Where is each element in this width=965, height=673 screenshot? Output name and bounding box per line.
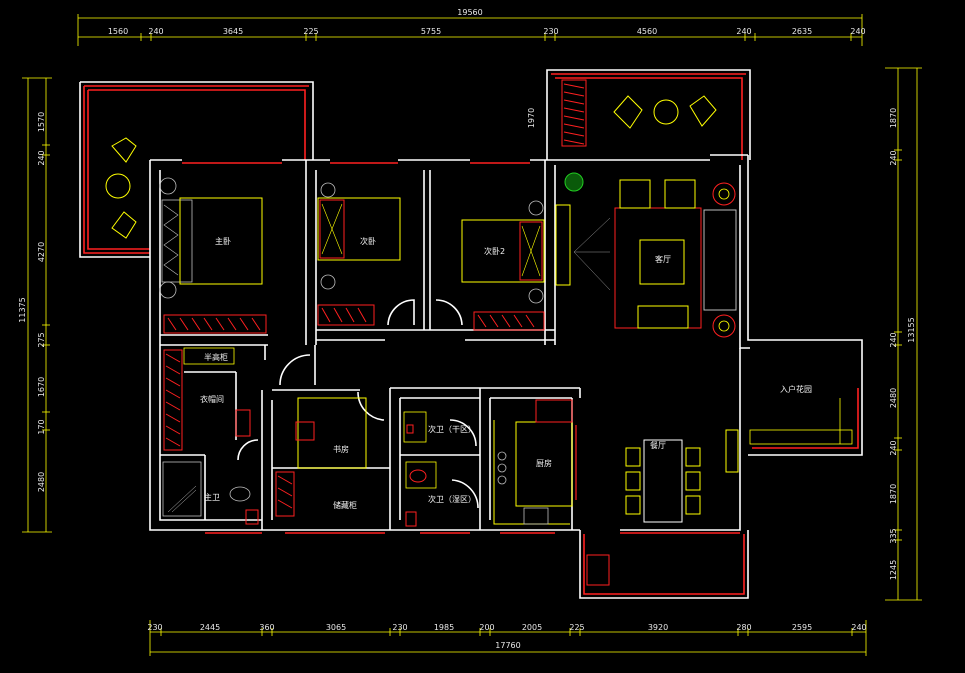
top-dimension-1: 1560 bbox=[108, 27, 128, 36]
left-dimension-6: 170 bbox=[37, 419, 46, 434]
left-dimension-7: 2480 bbox=[37, 472, 46, 492]
room-label-master-bath: 主卫 bbox=[204, 492, 220, 502]
bottom-dimension-13: 240 bbox=[851, 623, 866, 632]
right-dimension-6: 1870 bbox=[889, 484, 898, 504]
bottom-dimension-5: 230 bbox=[392, 623, 407, 632]
storage: 储藏柜 bbox=[333, 500, 357, 510]
bottom-dimension-8: 2005 bbox=[522, 623, 542, 632]
bottom-dimension-3: 360 bbox=[259, 623, 274, 632]
outer-walls bbox=[149, 154, 863, 599]
room-label-guest-bath-dry: 次卫（干区） bbox=[428, 424, 476, 434]
bottom-dimension-11: 280 bbox=[736, 623, 751, 632]
right-dimension-1: 1870 bbox=[889, 108, 898, 128]
right-dimension-4: 2480 bbox=[889, 388, 898, 408]
left-balcony bbox=[79, 81, 314, 258]
entrance-garden-zone: 入户花园 bbox=[725, 350, 863, 473]
left-dimension-5: 1670 bbox=[37, 377, 46, 397]
top-total-dimension: 19560 bbox=[457, 8, 482, 17]
room-label-half-height-cabinet: 半高柜 bbox=[204, 352, 228, 362]
bottom-dimension-1: 230 bbox=[147, 623, 162, 632]
top-dimension-4: 225 bbox=[303, 27, 318, 36]
top-dimension-2: 240 bbox=[148, 27, 163, 36]
room-label-dining-room: 餐厅 bbox=[650, 441, 666, 450]
left-total-dimension: 11375 bbox=[18, 297, 27, 322]
master-bath: 主卫 bbox=[162, 461, 259, 525]
room-label-living-room: 客厅 bbox=[655, 254, 671, 264]
second-bedroom: 次卧 bbox=[317, 182, 401, 290]
right-dimension-8: 1245 bbox=[889, 560, 898, 580]
second-bedroom-2: 次卧2 bbox=[461, 200, 571, 304]
living-room: 客厅 bbox=[564, 172, 737, 338]
top-dimension-8: 240 bbox=[736, 27, 751, 36]
top-dimension-3: 3645 bbox=[223, 27, 243, 36]
room-label-second-bedroom-2: 次卧2 bbox=[484, 246, 505, 256]
kitchen: 厨房 bbox=[493, 399, 577, 525]
room-label-cloakroom: 衣帽间 bbox=[200, 394, 224, 404]
top-dimension-chain: 19560 1560 240 3645 225 5755 230 4560 24… bbox=[77, 8, 866, 46]
right-balcony: 1970 bbox=[527, 69, 751, 160]
room-label-guest-bath-wet: 次卫（湿区） bbox=[428, 494, 476, 504]
left-dimension-3: 4270 bbox=[37, 242, 46, 262]
room-label-second-bedroom: 次卧 bbox=[360, 236, 376, 246]
bottom-dimension-4: 3065 bbox=[326, 623, 346, 632]
balcony-dimension-label: 1970 bbox=[527, 108, 536, 128]
left-dimension-chain: 1570 240 4270 275 1670 170 2480 11375 bbox=[18, 77, 52, 533]
right-dimension-3: 240 bbox=[889, 332, 898, 347]
room-label-entrance-garden: 入户花园 bbox=[780, 384, 812, 394]
left-dimension-4: 275 bbox=[37, 332, 46, 347]
bottom-dimension-9: 225 bbox=[569, 623, 584, 632]
wardrobes bbox=[163, 304, 545, 517]
room-label-kitchen: 厨房 bbox=[536, 458, 552, 468]
guest-bath: 次卫（干区） 次卫（湿区） bbox=[403, 411, 476, 527]
right-total-dimension: 13155 bbox=[907, 317, 916, 342]
interior-walls bbox=[160, 160, 581, 530]
room-label-storage: 储藏柜 bbox=[333, 500, 357, 510]
bottom-dimension-2: 2445 bbox=[200, 623, 220, 632]
left-dimension-1: 1570 bbox=[37, 112, 46, 132]
right-dimension-2: 240 bbox=[889, 150, 898, 165]
left-dimension-2: 240 bbox=[37, 150, 46, 165]
bottom-dimension-7: 200 bbox=[479, 623, 494, 632]
study: 书房 bbox=[295, 397, 367, 469]
top-dimension-5: 5755 bbox=[421, 27, 441, 36]
cloakroom: 半高柜 衣帽间 bbox=[183, 347, 251, 437]
top-dimension-10: 240 bbox=[850, 27, 865, 36]
top-dimension-6: 230 bbox=[543, 27, 558, 36]
room-label-study: 书房 bbox=[333, 444, 349, 454]
bottom-dimension-12: 2595 bbox=[792, 623, 812, 632]
bottom-dimension-chain: 230 2445 360 3065 230 1985 200 2005 225 … bbox=[147, 620, 867, 656]
top-dimension-7: 4560 bbox=[637, 27, 657, 36]
top-dimension-9: 2635 bbox=[792, 27, 812, 36]
master-bedroom: 主卧 bbox=[159, 177, 263, 299]
right-dimension-5: 240 bbox=[889, 440, 898, 455]
right-dimension-chain: 1870 240 240 2480 240 1870 335 1245 1315… bbox=[885, 67, 922, 601]
bottom-dimension-6: 1985 bbox=[434, 623, 454, 632]
right-dimension-7: 335 bbox=[889, 528, 898, 543]
room-label-master-bedroom: 主卧 bbox=[215, 236, 231, 246]
dining-room: 餐厅 bbox=[625, 439, 701, 523]
bottom-total-dimension: 17760 bbox=[495, 641, 520, 650]
bottom-dimension-10: 3920 bbox=[648, 623, 668, 632]
